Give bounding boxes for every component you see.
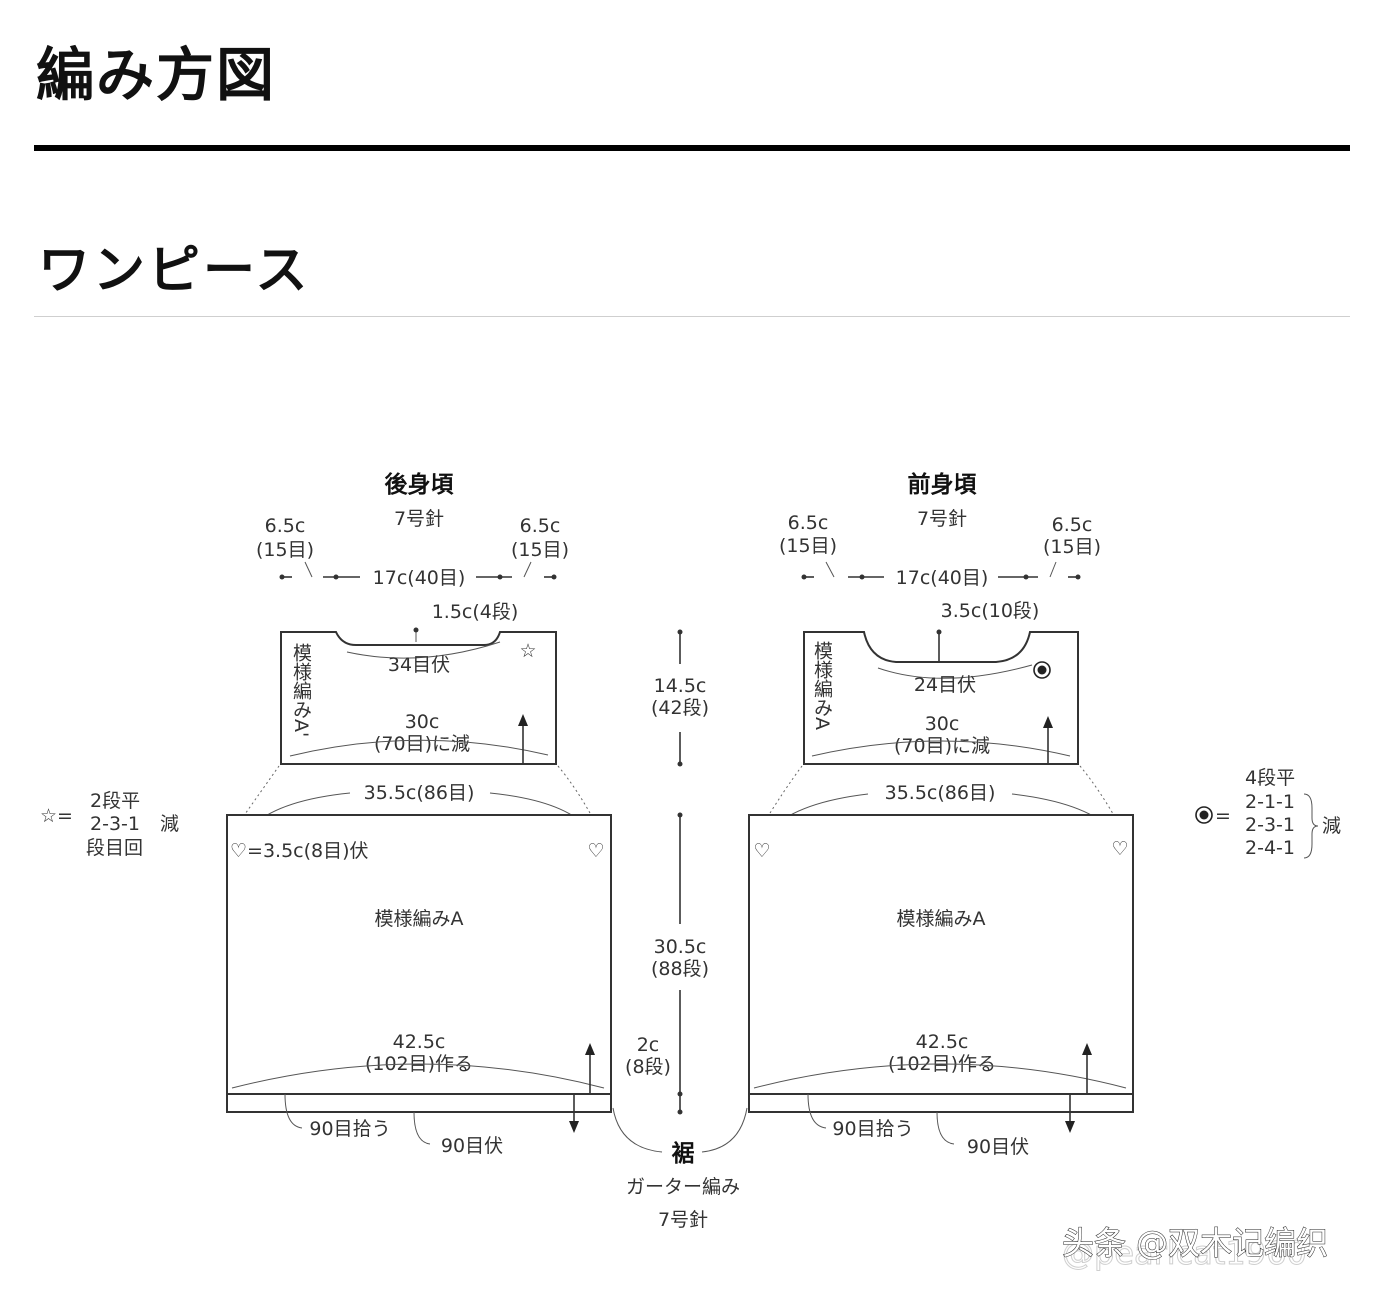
front-body-pattern: 模様編みA <box>897 908 986 930</box>
back-shoulder-left: 6.5c <box>265 515 306 537</box>
watermark-faint: @pearlcat1960 <box>1062 1234 1307 1272</box>
back-heart-note: ♡=3.5c(8目)伏 <box>230 840 369 862</box>
star-legend-line1: 2段平 <box>90 790 140 812</box>
dot-marker-icon <box>1033 661 1051 679</box>
front-shoulder-left: 6.5c <box>788 512 829 534</box>
dot-legend-icon <box>1195 806 1213 824</box>
star-marker: ☆ <box>519 640 536 662</box>
front-bind-off: 90目伏 <box>967 1136 1029 1158</box>
heart-marker-icon: ♡ <box>1111 838 1128 860</box>
title-divider <box>34 145 1350 151</box>
star-legend-symbol: ☆= <box>40 805 73 827</box>
back-yoke-pattern: 模様編みA' <box>290 643 312 738</box>
front-piece: 前身頃 7号針 6.5c (15目) 6.5c (15目) 17c(40目) 3… <box>748 471 1134 1158</box>
heart-marker-icon: ♡ <box>587 840 604 862</box>
star-legend: ☆= 2段平 2-3-1 段目回 減 <box>40 790 179 859</box>
section-title: ワンピース <box>38 241 311 301</box>
dot-legend: = 4段平 2-1-1 2-3-1 2-4-1 減 <box>1195 767 1341 859</box>
back-body-width: 35.5c(86目) <box>364 782 475 804</box>
dot-legend-symbol: = <box>1215 805 1231 827</box>
dot-legend-line3: 2-3-1 <box>1245 814 1295 836</box>
yoke-height: 14.5c <box>654 675 707 697</box>
back-yoke-decrease: (70目)に減 <box>374 733 470 755</box>
front-yoke-pattern: 模様編みA <box>811 641 833 730</box>
star-legend-side: 減 <box>160 813 179 835</box>
back-body-outline <box>226 814 612 1095</box>
back-title: 後身頃 <box>385 471 455 498</box>
front-shoulder-right-stitches: (15目) <box>1043 536 1101 558</box>
back-body-pattern: 模様編みA <box>375 908 464 930</box>
back-neck-depth: 1.5c(4段) <box>432 601 519 623</box>
back-shoulder-left-stitches: (15目) <box>256 539 314 561</box>
front-body-width: 35.5c(86目) <box>885 782 996 804</box>
back-hem-outline <box>226 1093 612 1113</box>
yoke-rows: (42段) <box>651 697 709 719</box>
dot-legend-line4: 2-4-1 <box>1245 837 1295 859</box>
back-shoulder-right: 6.5c <box>520 515 561 537</box>
star-legend-line3: 段目回 <box>86 837 143 859</box>
front-pick-up: 90目拾う <box>832 1118 913 1140</box>
front-cast-on-width: 42.5c <box>916 1031 969 1053</box>
front-yoke-width: 30c <box>925 713 960 735</box>
back-yoke-width: 30c <box>405 711 440 733</box>
back-piece: 後身頃 7号針 6.5c (15目) 6.5c (15目) 17c(40目) 1… <box>226 471 612 1157</box>
section-divider <box>34 316 1350 317</box>
front-hem-outline <box>748 1093 1134 1113</box>
hem-rows: (8段) <box>625 1056 671 1078</box>
dot-legend-side: 減 <box>1322 815 1341 837</box>
back-top-dimension-line <box>279 561 557 580</box>
back-neck-leader <box>346 641 501 659</box>
front-neck-leader <box>877 664 1033 679</box>
body-rows: (88段) <box>651 958 709 980</box>
watermark: 头条 @双木记编织 <box>1062 1224 1328 1262</box>
body-height: 30.5c <box>654 936 707 958</box>
front-neck-width: 17c(40目) <box>896 567 989 589</box>
back-needle: 7号針 <box>394 508 444 530</box>
star-legend-line2: 2-3-1 <box>90 813 140 835</box>
front-top-dimension-line <box>801 561 1081 580</box>
back-neck-bindoff: 34目伏 <box>388 654 450 676</box>
back-neck-width: 17c(40目) <box>373 567 466 589</box>
hem-height: 2c <box>637 1034 660 1056</box>
front-title: 前身頃 <box>908 471 978 498</box>
front-neck-depth: 3.5c(10段) <box>941 600 1040 622</box>
dot-legend-line1: 4段平 <box>1245 767 1295 789</box>
back-pick-up: 90目拾う <box>309 1118 390 1140</box>
hem-pattern: ガーター編み <box>626 1176 740 1198</box>
back-bind-off: 90目伏 <box>441 1135 503 1157</box>
heart-marker-icon: ♡ <box>753 840 770 862</box>
front-yoke-outline <box>803 631 1079 765</box>
front-needle: 7号針 <box>917 508 967 530</box>
front-yoke-decrease: (70目)に減 <box>894 735 990 757</box>
front-shoulder-right: 6.5c <box>1052 514 1093 536</box>
back-shoulder-right-stitches: (15目) <box>511 539 569 561</box>
front-shoulder-left-stitches: (15目) <box>779 535 837 557</box>
front-neck-bindoff: 24目伏 <box>914 674 976 696</box>
center-dimensions: 14.5c (42段) 30.5c (88段) 2c (8段) 裾 ガーター編み… <box>612 629 748 1231</box>
back-cast-on-width: 42.5c <box>393 1031 446 1053</box>
hem-title: 裾 <box>672 1140 695 1167</box>
hem-needle: 7号針 <box>658 1209 708 1231</box>
dot-legend-line2: 2-1-1 <box>1245 791 1295 813</box>
dot-legend-brace <box>1303 793 1319 859</box>
back-yoke-outline <box>280 631 557 765</box>
page-title: 編み方図 <box>36 41 277 109</box>
